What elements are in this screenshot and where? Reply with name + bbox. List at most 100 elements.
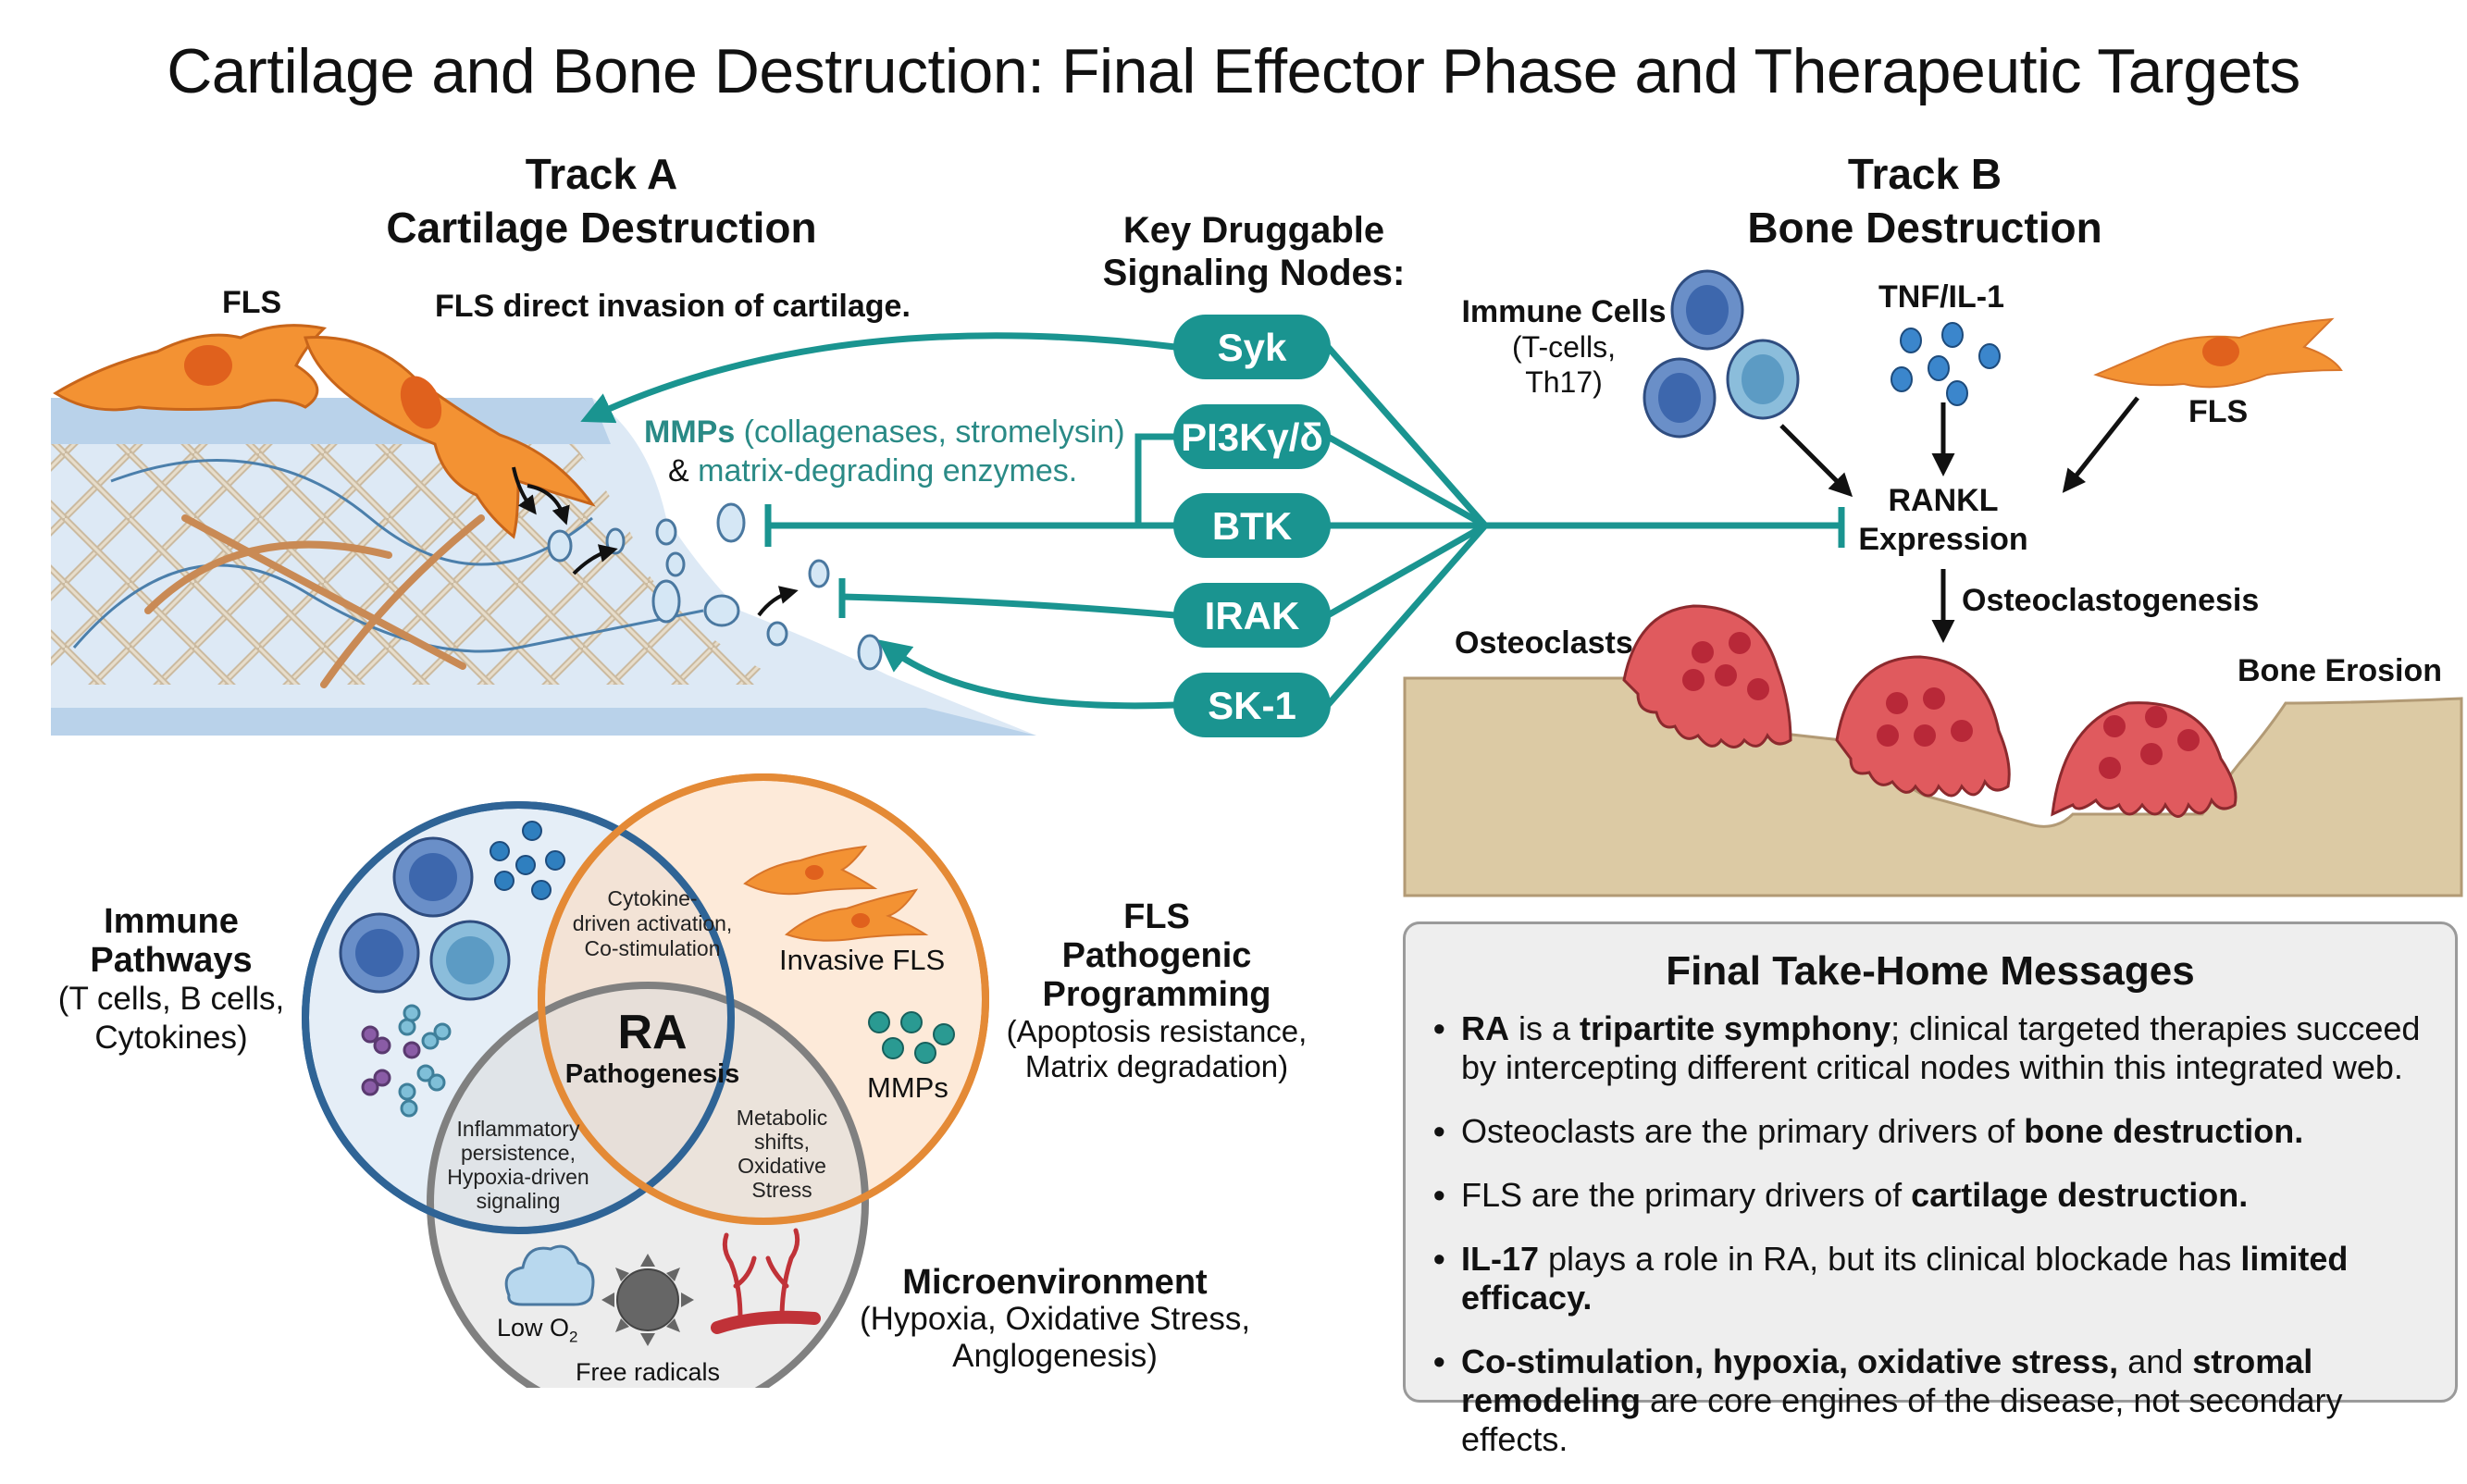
immune-cells-title: Immune Cells (1461, 294, 1667, 329)
track-a-subtitle: Cartilage Destruction (386, 204, 817, 252)
venn-invasive-fls-icon (743, 845, 929, 942)
emphasis-text: IL-17 (1461, 1240, 1540, 1278)
body-text: ; clinical targeted therapies succeed by… (1461, 1009, 2421, 1086)
emphasis-text: RA (1461, 1009, 1509, 1047)
venn-immune-cells-icon (339, 836, 511, 1001)
venn-antibody-icon (361, 1004, 452, 1118)
venn-immune-label: Immune Pathways (T cells, B cells, Cytok… (37, 902, 305, 1057)
node-pills: Syk PI3Kγ/δ BTK IRAK SK-1 (1173, 315, 1331, 737)
cloud-icon (504, 1244, 595, 1306)
node-pill-sk1[interactable] (1173, 673, 1331, 737)
immune-cells-sub1: (T-cells, (1512, 330, 1616, 364)
body-text: and (2118, 1342, 2193, 1380)
proteoglycan-strand (110, 459, 593, 566)
venn-immune-title1: Immune (104, 902, 239, 941)
venn-diagram (302, 773, 989, 1388)
sk1-arrow (877, 639, 1176, 710)
immune-cells-label: Immune Cells (T-cells, Th17) (1444, 294, 1684, 400)
node-label: BTK (1212, 504, 1292, 548)
venn-immune-sub1: (T cells, B cells, (57, 981, 285, 1017)
node-pill-pi3k[interactable] (1173, 404, 1331, 469)
venn-fls-sub2: Matrix degradation) (1024, 1049, 1289, 1083)
immune-cells-illustration (1643, 269, 1800, 439)
mmps-label: MMPs (collagenases, stromelysin) (644, 414, 1125, 451)
venn-cytokine-dots-icon (490, 821, 565, 900)
venn-overlap-immune-micro: Inflammatory persistence, Hypoxia-driven… (435, 1117, 601, 1213)
osteoclast-cell (1622, 604, 1792, 748)
mmps-label-bold: MMPs (644, 414, 736, 450)
body-text: FLS are the primary drivers of (1461, 1176, 1912, 1214)
emphasis-text: cartilage destruction. (1911, 1176, 2249, 1214)
take-home-item: Co-stimulation, hypoxia, oxidative stres… (1433, 1342, 2442, 1459)
degraded-matrix-fragments (547, 502, 883, 671)
venn-mmp-dots-icon (868, 1011, 955, 1064)
rankl-line2: Expression (1858, 522, 2028, 557)
venn-immune-sub2: Cytokines) (94, 1020, 248, 1056)
matrix-enzymes-label: & matrix-degrading enzymes. (668, 453, 1077, 489)
node-pill-irak[interactable] (1173, 583, 1331, 648)
node-pill-btk[interactable] (1173, 493, 1331, 558)
amp-symbol: & (668, 453, 699, 488)
take-home-item: RA is a tripartite symphony; clinical ta… (1433, 1009, 2442, 1087)
cytokine-dots (1891, 322, 2001, 406)
venn-fls-title1: FLS (1123, 897, 1190, 936)
venn-micro-title: Microenvironment (902, 1263, 1208, 1302)
take-home-item: FLS are the primary drivers of cartilage… (1433, 1176, 2442, 1215)
venn-center-ra: RA (617, 1006, 688, 1059)
druggable-nodes-heading-line1: Key Druggable (1122, 210, 1385, 251)
page-title: Cartilage and Bone Destruction: Final Ef… (167, 36, 2300, 106)
overlap-text: Oxidative (738, 1154, 826, 1178)
venn-overlap-immune-fls: Cytokine- driven activation, Co-stimulat… (546, 886, 759, 961)
cartilage-illustration (51, 398, 1036, 736)
venn-fls-sub1: (Apoptosis resistance, (1006, 1014, 1308, 1048)
venn-fls-title3: Programming (1042, 975, 1271, 1014)
venn-micro-sub1: (Hypoxia, Oxidative Stress, (859, 1301, 1251, 1337)
node-pill-syk[interactable] (1173, 315, 1331, 379)
body-text: is a (1509, 1009, 1581, 1047)
venn-micro-label: Microenvironment (Hypoxia, Oxidative Str… (842, 1264, 1268, 1375)
node-label: SK-1 (1208, 684, 1296, 727)
irak-inhibition-line (841, 593, 1176, 619)
fls-cell-illustration (53, 324, 596, 539)
overlap-text: shifts, (753, 1130, 811, 1154)
node-label: PI3Kγ/δ (1181, 415, 1323, 459)
take-home-item: Osteoclasts are the primary drivers of b… (1433, 1112, 2442, 1151)
venn-immune-title2: Pathways (90, 941, 253, 980)
overlap-text: Metabolic (736, 1106, 828, 1130)
proteoglycan-strand (72, 563, 704, 653)
osteoclasts (1622, 604, 2238, 818)
signaling-connectors (580, 332, 1845, 710)
free-radicals-label: Free radicals (576, 1358, 721, 1386)
overlap-text: Co-stimulation (584, 936, 721, 960)
take-home-heading: Final Take-Home Messages (1666, 948, 2195, 994)
osteoclasts-label: Osteoclasts (1455, 625, 1633, 661)
node-label: IRAK (1205, 594, 1300, 637)
osteoclastogenesis-label: Osteoclastogenesis (1962, 583, 2260, 618)
venn-fls-label: FLS Pathogenic Programming (Apoptosis re… (999, 897, 1314, 1084)
osteoclast-cell (2051, 701, 2238, 818)
druggable-nodes-heading: Key Druggable Signaling Nodes: (1046, 209, 1462, 294)
emphasis-text: limited efficacy. (1461, 1240, 2349, 1317)
pi3k-connector (1134, 433, 1175, 526)
take-home-list: RA is a tripartite symphony; clinical ta… (1433, 1009, 2442, 1484)
venn-center-label: RA Pathogenesis (546, 1007, 759, 1090)
syk-arrow (580, 332, 1176, 424)
overlap-text: signaling (476, 1189, 561, 1213)
tnf-il1-label: TNF/IL-1 (1878, 279, 2004, 315)
venn-invasive-fls-label: Invasive FLS (779, 944, 946, 976)
bone-erosion-label: Bone Erosion (2238, 653, 2443, 688)
collagen-fiber (144, 540, 392, 614)
blood-vessel-icon (711, 1228, 821, 1334)
sun-free-radicals-icon (601, 1254, 694, 1346)
low-o2-label: Low O2 (497, 1314, 578, 1346)
overlap-text: driven activation, (572, 911, 733, 935)
diagram-canvas: Syk PI3Kγ/δ BTK IRAK SK-1 (51, 269, 2463, 1388)
fls-label-track-b: FLS (2188, 394, 2249, 429)
overlap-text: Inflammatory (456, 1117, 580, 1141)
take-home-messages-box: Final Take-Home Messages RA is a tripart… (1403, 921, 2458, 1458)
fls-label-track-a: FLS (222, 285, 282, 320)
rankl-expression-label: RANKL Expression (1841, 481, 2045, 559)
venn-overlap-fls-micro: Metabolic shifts, Oxidative Stress (722, 1106, 842, 1202)
emphasis-text: Co-stimulation, hypoxia, oxidative stres… (1461, 1342, 2119, 1380)
low-o2-subscript: 2 (569, 1328, 578, 1346)
